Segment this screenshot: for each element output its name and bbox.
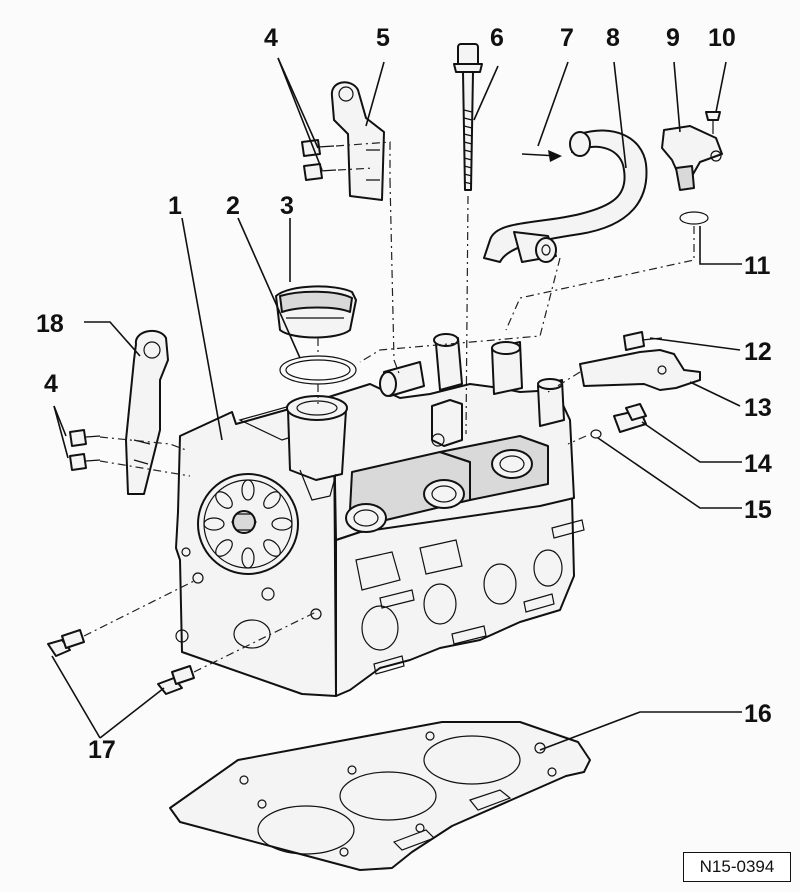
breather-hose	[483, 129, 648, 263]
flow-arrow	[521, 150, 562, 162]
callout-labels: 1 2 3 4 5 6 7 8 9 10 11 12 13 14 15 16 1…	[36, 24, 772, 764]
seal-ring	[279, 355, 357, 385]
temperature-sender	[613, 403, 647, 433]
sensor-o-ring	[679, 211, 709, 225]
camshaft-sprocket	[197, 473, 299, 575]
callout-6: 6	[490, 24, 504, 52]
callout-15: 15	[744, 496, 772, 524]
callout-4-side: 4	[44, 370, 58, 398]
bracket-bolt	[623, 331, 663, 351]
callout-16: 16	[744, 700, 772, 728]
callout-13: 13	[744, 394, 772, 422]
alignment-lines	[83, 141, 695, 673]
callout-11: 11	[744, 252, 771, 280]
callout-8: 8	[606, 24, 620, 52]
studs	[47, 629, 195, 695]
callout-1: 1	[168, 192, 182, 220]
sensor-screw	[705, 111, 721, 134]
callout-12: 12	[744, 338, 772, 366]
camshaft-sensor	[661, 125, 723, 191]
head-bolt	[453, 43, 483, 191]
callout-7: 7	[560, 24, 574, 52]
callout-14: 14	[744, 450, 772, 478]
bolts-top	[301, 139, 337, 181]
sealing-ring-small	[590, 429, 602, 439]
lifting-bracket-side	[125, 329, 169, 495]
filler-cap	[275, 285, 357, 339]
leader-lines	[51, 57, 742, 751]
wiring-bracket	[579, 349, 701, 391]
callout-3: 3	[280, 192, 294, 220]
figure-code: N15-0394	[683, 852, 791, 882]
callout-4-top: 4	[264, 24, 278, 52]
callout-5: 5	[376, 24, 390, 52]
bolts-side	[69, 429, 101, 471]
callout-10: 10	[708, 24, 736, 52]
callout-18: 18	[36, 310, 64, 338]
lifting-bracket-top	[330, 81, 385, 201]
head-gasket	[169, 721, 591, 871]
callout-2: 2	[226, 192, 240, 220]
callout-9: 9	[666, 24, 680, 52]
callout-17: 17	[88, 736, 116, 764]
